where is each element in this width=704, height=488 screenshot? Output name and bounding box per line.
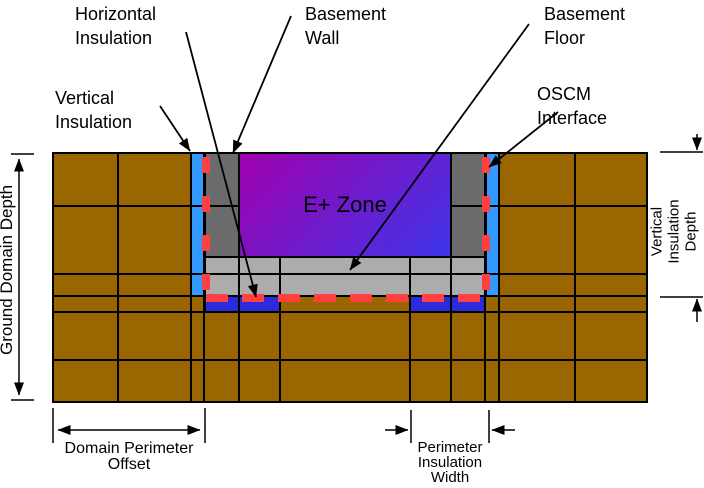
basement-floor-label: Basement Floor bbox=[544, 2, 625, 50]
label-line: OSCM bbox=[537, 84, 591, 104]
mesh-vline bbox=[190, 152, 192, 403]
label-line: Insulation bbox=[55, 112, 133, 132]
mesh-vline bbox=[117, 152, 119, 403]
ground-domain-depth-label: Ground Domain Depth bbox=[0, 184, 16, 355]
basement-floor-region bbox=[204, 256, 486, 297]
label-line: Vertical Insulation bbox=[648, 199, 683, 264]
domain-perimeter-offset-label: Domain Perimeter Offset bbox=[40, 441, 218, 473]
label-line: Interface bbox=[537, 108, 608, 128]
mesh-vline bbox=[238, 152, 240, 403]
horizontal-insulation-label: Horizontal Insulation bbox=[75, 2, 156, 50]
label-line: Horizontal bbox=[75, 4, 157, 24]
eplus-zone-region: E+ Zone bbox=[238, 152, 452, 258]
vertical-insulation-label: Vertical Insulation bbox=[55, 86, 132, 134]
label-line: Domain Perimeter bbox=[64, 440, 194, 457]
eplus-zone-label: E+ Zone bbox=[303, 192, 387, 217]
label-line: Floor bbox=[544, 28, 586, 48]
mesh-hline bbox=[52, 273, 648, 275]
mesh-vline bbox=[409, 256, 411, 403]
label-line: Basement bbox=[544, 4, 626, 24]
oscm-interface-dashed-left bbox=[202, 157, 210, 302]
oscm-interface-dashed-right bbox=[482, 157, 490, 302]
basement-wall-leader-arrow bbox=[232, 15, 292, 154]
mesh-hline bbox=[52, 311, 648, 313]
label-line: Offset bbox=[107, 456, 151, 473]
label-line: Perimeter bbox=[417, 439, 483, 456]
oscm-interface-dashed-bottom bbox=[206, 294, 494, 302]
label-line: Insulation bbox=[75, 28, 153, 48]
mesh-hline bbox=[52, 359, 648, 361]
vertical-insulation-depth-label: Vertical Insulation Depth bbox=[649, 174, 700, 290]
mesh-vline bbox=[450, 152, 452, 403]
label-line: Basement bbox=[305, 4, 387, 24]
mesh-vline bbox=[574, 152, 576, 403]
vertical-insulation-leader-arrow bbox=[159, 105, 191, 152]
mesh-hline bbox=[52, 205, 240, 207]
oscm-interface-label: OSCM Interface bbox=[537, 82, 607, 130]
label-line: Width bbox=[430, 469, 470, 486]
label-line: Depth bbox=[682, 211, 700, 252]
mesh-vline bbox=[279, 256, 281, 403]
basement-wall-label: Basement Wall bbox=[305, 2, 386, 50]
label-line: Vertical bbox=[55, 88, 115, 108]
perimeter-insulation-width-label: Perimeter Insulation Width bbox=[400, 440, 500, 485]
mesh-hline bbox=[450, 205, 648, 207]
mesh-vline bbox=[498, 152, 500, 403]
label-line: Wall bbox=[305, 28, 340, 48]
label-line: Insulation bbox=[417, 454, 483, 471]
